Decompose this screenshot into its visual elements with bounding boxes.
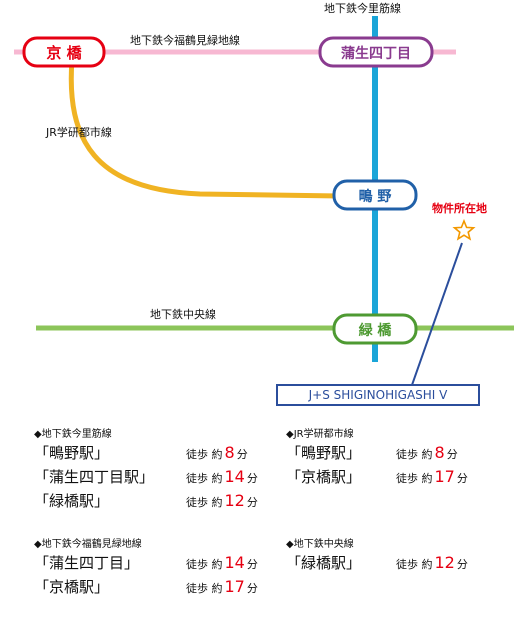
property-pointer-line bbox=[411, 242, 463, 386]
walk-label: 徒歩 約 bbox=[186, 582, 223, 595]
walk-minutes: 17 bbox=[224, 577, 245, 596]
walk-unit: 分 bbox=[456, 558, 468, 571]
property-star-icon bbox=[452, 218, 476, 241]
walk-label: 徒歩 約 bbox=[396, 472, 433, 485]
station-shigino-label: 鴫 野 bbox=[359, 188, 392, 205]
walk-minutes: 17 bbox=[434, 467, 455, 486]
access-station: 「鴫野駅」 bbox=[286, 444, 362, 462]
walk-minutes: 14 bbox=[224, 553, 245, 572]
walk-minutes: 12 bbox=[224, 491, 245, 510]
walk-minutes: 14 bbox=[224, 467, 245, 486]
walk-label: 徒歩 約 bbox=[186, 472, 223, 485]
walk-minutes: 12 bbox=[434, 553, 455, 572]
station-kyobashi[interactable]: 京 橋 bbox=[22, 36, 106, 68]
walk-minutes: 8 bbox=[224, 443, 235, 462]
access-station: 「緑橋駅」 bbox=[286, 554, 362, 572]
walk-label: 徒歩 約 bbox=[186, 558, 223, 571]
access-station: 「蒲生四丁目駅」 bbox=[34, 468, 155, 486]
walk-label: 徒歩 約 bbox=[396, 558, 433, 571]
walk-label: 徒歩 約 bbox=[186, 496, 223, 509]
access-station: 「京橋駅」 bbox=[34, 578, 110, 596]
access-group-title: ◆地下鉄中央線 bbox=[286, 539, 354, 550]
station-gamo-yonchome[interactable]: 蒲生四丁目 bbox=[318, 36, 434, 68]
station-midoribashi[interactable]: 緑 橋 bbox=[332, 313, 418, 345]
walk-unit: 分 bbox=[246, 582, 258, 595]
building-name: J+S SHIGINOHIGASHI Ⅴ bbox=[308, 388, 448, 402]
route-map: 地下鉄今里筋線 地下鉄今福鶴見緑地線 JR学研都市線 地下鉄中央線 京 橋 蒲生… bbox=[14, 1, 514, 386]
walk-unit: 分 bbox=[236, 448, 248, 461]
walk-label: 徒歩 約 bbox=[186, 448, 223, 461]
chuo-line-label: 地下鉄中央線 bbox=[150, 307, 216, 321]
access-group-title: ◆JR学研都市線 bbox=[286, 429, 354, 440]
walk-unit: 分 bbox=[246, 558, 258, 571]
station-shigino[interactable]: 鴫 野 bbox=[332, 179, 418, 211]
gakkentoshi-line-label: JR学研都市線 bbox=[45, 125, 112, 139]
gakkentoshi-line bbox=[68, 59, 341, 199]
imazatosuji-line-label: 地下鉄今里筋線 bbox=[324, 1, 401, 15]
walk-unit: 分 bbox=[246, 472, 258, 485]
walk-unit: 分 bbox=[246, 496, 258, 509]
station-gamo-label: 蒲生四丁目 bbox=[341, 45, 411, 62]
access-station: 「緑橋駅」 bbox=[34, 492, 110, 510]
access-group-title: ◆地下鉄今里筋線 bbox=[34, 429, 112, 440]
walk-label: 徒歩 約 bbox=[396, 448, 433, 461]
walk-unit: 分 bbox=[446, 448, 458, 461]
station-midoribashi-label: 緑 橋 bbox=[359, 322, 393, 339]
access-group-title: ◆地下鉄今福鶴見緑地線 bbox=[34, 539, 142, 550]
nagahori-line-label: 地下鉄今福鶴見緑地線 bbox=[130, 33, 240, 47]
access-station: 「蒲生四丁目」 bbox=[34, 554, 140, 572]
access-station: 「鴫野駅」 bbox=[34, 444, 110, 462]
access-station: 「京橋駅」 bbox=[286, 468, 362, 486]
walk-minutes: 8 bbox=[434, 443, 445, 462]
station-kyobashi-label: 京 橋 bbox=[46, 44, 82, 62]
building-name-box: J+S SHIGINOHIGASHI Ⅴ bbox=[276, 384, 480, 406]
property-location-label: 物件所在地 bbox=[432, 201, 487, 215]
walk-unit: 分 bbox=[456, 472, 468, 485]
